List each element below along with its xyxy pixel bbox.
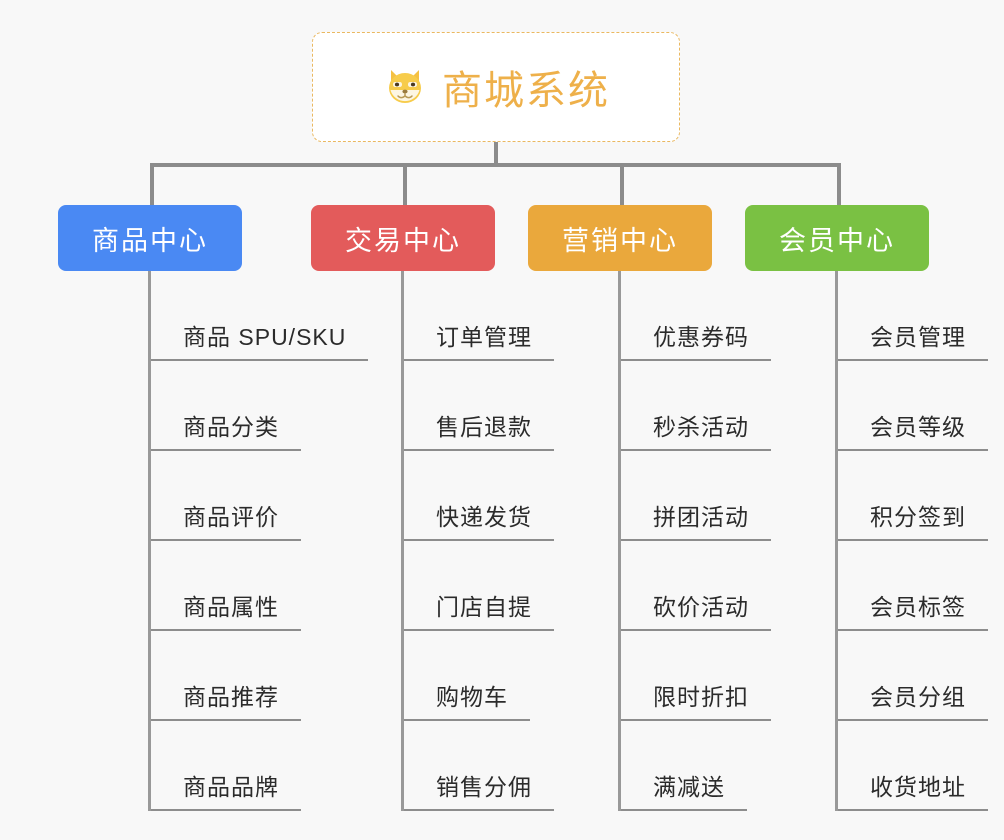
leaf-item[interactable]: 商品 SPU/SKU — [151, 271, 369, 361]
leaf-item-label: 商品推荐 — [151, 678, 301, 721]
leaf-item[interactable]: 收货地址 — [838, 721, 988, 811]
leaf-item[interactable]: 限时折扣 — [621, 631, 771, 721]
leaf-item-label: 商品品牌 — [151, 768, 301, 811]
leaf-item-label: 秒杀活动 — [621, 408, 771, 451]
leaf-list-2: 订单管理售后退款快递发货门店自提购物车销售分佣 — [401, 271, 554, 811]
leaf-item-label: 积分签到 — [838, 498, 988, 541]
leaf-item[interactable]: 会员分组 — [838, 631, 988, 721]
leaf-item[interactable]: 商品分类 — [151, 361, 301, 451]
leaf-item-label: 满减送 — [621, 768, 747, 811]
leaf-item[interactable]: 销售分佣 — [404, 721, 554, 811]
leaf-item[interactable]: 门店自提 — [404, 541, 554, 631]
branch-column-4: 会员中心会员管理会员等级积分签到会员标签会员分组收货地址 — [745, 205, 988, 811]
leaf-item-label: 商品 SPU/SKU — [151, 318, 369, 361]
leaf-list-1: 商品 SPU/SKU 商品分类商品评价商品属性商品推荐商品品牌 — [148, 271, 369, 811]
leaf-item[interactable]: 快递发货 — [404, 451, 554, 541]
branch-column-1: 商品中心商品 SPU/SKU 商品分类商品评价商品属性商品推荐商品品牌 — [58, 205, 369, 811]
leaf-item-label: 商品属性 — [151, 588, 301, 631]
leaf-item-label: 拼团活动 — [621, 498, 771, 541]
leaf-item[interactable]: 秒杀活动 — [621, 361, 771, 451]
leaf-item[interactable]: 商品属性 — [151, 541, 301, 631]
leaf-item[interactable]: 商品推荐 — [151, 631, 301, 721]
branch-column-2: 交易中心订单管理售后退款快递发货门店自提购物车销售分佣 — [308, 205, 554, 811]
leaf-item-label: 会员分组 — [838, 678, 988, 721]
connector-horizontal-bar — [150, 163, 840, 167]
leaf-item-label: 购物车 — [404, 678, 530, 721]
branch-title-4[interactable]: 会员中心 — [745, 205, 929, 271]
leaf-item-label: 订单管理 — [404, 318, 554, 361]
leaf-item[interactable]: 砍价活动 — [621, 541, 771, 631]
branch-title-3[interactable]: 营销中心 — [528, 205, 712, 271]
root-title: 商城系统 — [442, 69, 610, 113]
leaf-item-label: 会员标签 — [838, 588, 988, 631]
leaf-item-label: 限时折扣 — [621, 678, 771, 721]
branch-title-1[interactable]: 商品中心 — [58, 205, 242, 271]
branch-title-2[interactable]: 交易中心 — [311, 205, 495, 271]
leaf-item[interactable]: 会员标签 — [838, 541, 988, 631]
connector-drop-3 — [620, 163, 624, 205]
root-node[interactable]: 商城系统 — [312, 32, 680, 142]
leaf-item[interactable]: 积分签到 — [838, 451, 988, 541]
leaf-item-label: 会员管理 — [838, 318, 988, 361]
leaf-item-label: 快递发货 — [404, 498, 554, 541]
leaf-item-label: 收货地址 — [838, 768, 988, 811]
leaf-item-label: 销售分佣 — [404, 768, 554, 811]
leaf-list-4: 会员管理会员等级积分签到会员标签会员分组收货地址 — [835, 271, 988, 811]
leaf-item-label: 商品分类 — [151, 408, 301, 451]
leaf-item[interactable]: 满减送 — [621, 721, 757, 811]
leaf-list-3: 优惠券码秒杀活动拼团活动砍价活动限时折扣满减送 — [618, 271, 771, 811]
leaf-item[interactable]: 售后退款 — [404, 361, 554, 451]
leaf-item-label: 门店自提 — [404, 588, 554, 631]
leaf-item-label: 商品评价 — [151, 498, 301, 541]
leaf-item[interactable]: 订单管理 — [404, 271, 554, 361]
leaf-item-label: 售后退款 — [404, 408, 554, 451]
leaf-item[interactable]: 会员管理 — [838, 271, 988, 361]
leaf-item-label: 会员等级 — [838, 408, 988, 451]
leaf-item[interactable]: 优惠券码 — [621, 271, 771, 361]
connector-drop-2 — [403, 163, 407, 205]
connector-drop-4 — [837, 163, 841, 205]
connector-drop-1 — [150, 163, 154, 205]
shiba-dog-icon — [382, 64, 428, 110]
connector-stem — [494, 142, 498, 167]
leaf-item-label: 优惠券码 — [621, 318, 771, 361]
leaf-item[interactable]: 拼团活动 — [621, 451, 771, 541]
leaf-item[interactable]: 会员等级 — [838, 361, 988, 451]
leaf-item[interactable]: 商品品牌 — [151, 721, 301, 811]
leaf-item[interactable]: 商品评价 — [151, 451, 301, 541]
branch-column-3: 营销中心优惠券码秒杀活动拼团活动砍价活动限时折扣满减送 — [527, 205, 771, 811]
leaf-item-label: 砍价活动 — [621, 588, 771, 631]
leaf-item[interactable]: 购物车 — [404, 631, 538, 721]
